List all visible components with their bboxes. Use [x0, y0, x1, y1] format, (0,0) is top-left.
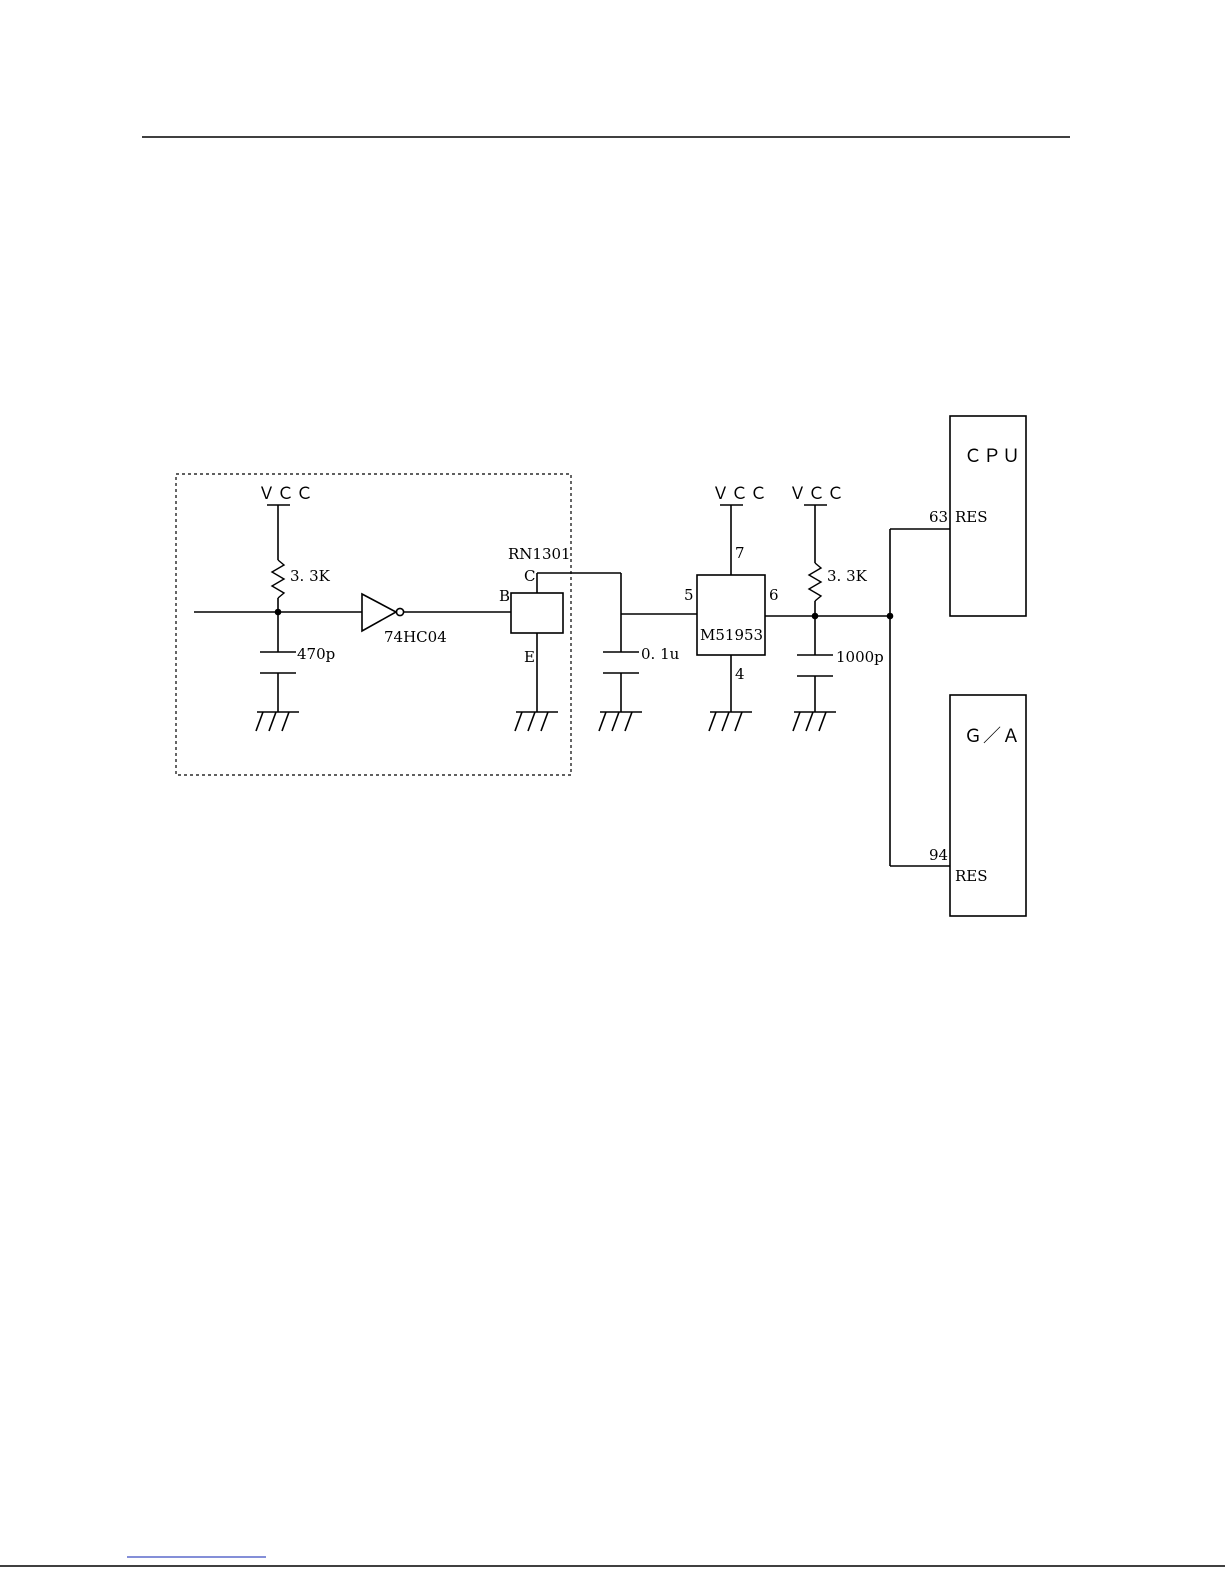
cpu-pin-name: RES	[955, 508, 988, 526]
ground-1	[256, 712, 299, 731]
resistor-r1-label: 3. 3K	[290, 567, 331, 585]
capacitor-c3: 1000p	[797, 616, 884, 712]
vcc-3-label: ＶＣＣ	[789, 484, 846, 504]
cpu-pin-number: 63	[929, 508, 948, 526]
transistor-pin-b: B	[499, 587, 510, 605]
transistor-pin-e: E	[524, 648, 535, 666]
inverter-74hc04: 74HC04	[362, 594, 511, 646]
vcc-2-label: ＶＣＣ	[712, 484, 769, 504]
capacitor-c1: 470p	[260, 612, 335, 712]
transistor-label: RN1301	[508, 545, 571, 563]
cpu-block: ＣＰＵ 63 RES	[929, 416, 1026, 616]
resistor-r2: 3. 3K	[809, 563, 868, 601]
ic-label: M51953	[700, 626, 763, 644]
ground-3	[599, 712, 642, 731]
ground-5	[793, 712, 836, 731]
ic-pin5: 5	[684, 586, 694, 604]
resistor-r2-label: 3. 3K	[827, 567, 868, 585]
ic-pin6: 6	[769, 586, 779, 604]
capacitor-c2-label: 0. 1u	[641, 645, 680, 663]
vcc-3: ＶＣＣ	[789, 484, 846, 563]
ic-m51953: ＶＣＣ 7 M51953 5 6 4	[684, 484, 779, 712]
capacitor-c3-label: 1000p	[836, 648, 884, 666]
transistor-rn1301: RN1301 C B E	[499, 545, 621, 712]
transistor-pin-c: C	[524, 567, 535, 585]
vcc-1: ＶＣＣ	[258, 484, 315, 560]
resistor-r1: 3. 3K	[272, 560, 331, 598]
cpu-title: ＣＰＵ	[964, 446, 1021, 467]
ga-pin-number: 94	[929, 846, 948, 864]
ic-pin7: 7	[735, 544, 745, 562]
vcc-1-label: ＶＣＣ	[258, 484, 315, 504]
inverter-label: 74HC04	[384, 628, 447, 646]
ic-pin4: 4	[735, 665, 745, 683]
ground-2	[515, 712, 558, 731]
ga-pin-name: RES	[955, 867, 988, 885]
capacitor-c1-label: 470p	[297, 645, 335, 663]
ga-title: Ｇ／Ａ	[964, 726, 1021, 747]
ground-4	[709, 712, 752, 731]
ga-block: Ｇ／Ａ 94 RES	[929, 695, 1026, 916]
capacitor-c2: 0. 1u	[603, 645, 680, 712]
